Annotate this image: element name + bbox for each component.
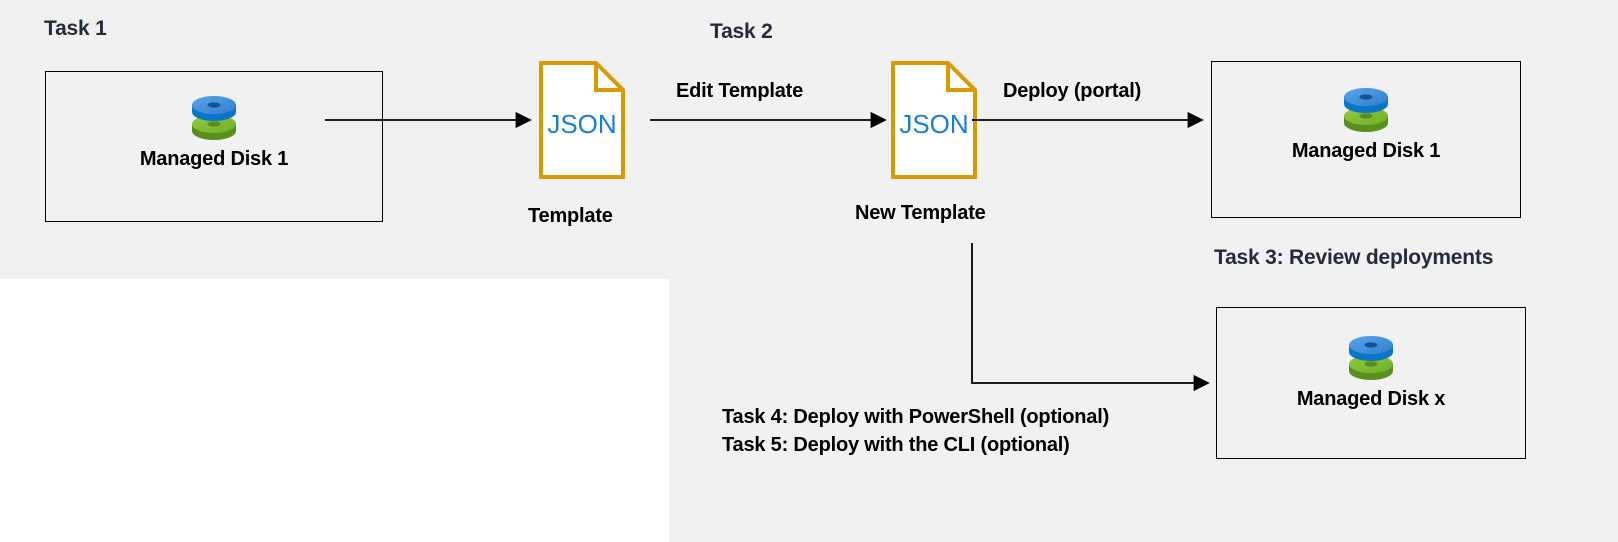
json-doc-text-1: JSON xyxy=(547,109,616,139)
managed-disk-1-right-content: Managed Disk 1 xyxy=(1212,82,1520,163)
optional-tasks-text: Task 4: Deploy with PowerShell (optional… xyxy=(722,403,1109,460)
task-5-label: Task 5: Deploy with the CLI (optional) xyxy=(722,434,1070,457)
managed-disk-1-right-box: Managed Disk 1 xyxy=(1211,61,1521,218)
managed-disk-x-content: Managed Disk x xyxy=(1217,330,1525,411)
task-1-heading: Task 1 xyxy=(44,17,107,40)
managed-disk-icon xyxy=(1349,336,1393,380)
json-document-icon: JSON xyxy=(539,61,625,179)
managed-disk-1-right-label: Managed Disk 1 xyxy=(1291,140,1441,162)
edge-label-deploy-portal: Deploy (portal) xyxy=(1003,80,1142,102)
template-caption: Template xyxy=(528,205,613,227)
edge-label-edit-template: Edit Template xyxy=(676,80,804,102)
managed-disk-1-left-label: Managed Disk 1 xyxy=(139,148,289,170)
task-3-heading: Task 3: Review deployments xyxy=(1214,246,1494,269)
new-template-caption: New Template xyxy=(855,202,986,224)
managed-disk-icon xyxy=(192,96,236,140)
json-doc-text-2: JSON xyxy=(899,109,968,139)
managed-disk-icon xyxy=(1344,88,1388,132)
task-2-heading: Task 2 xyxy=(710,20,773,43)
json-document-icon: JSON xyxy=(891,61,977,179)
managed-disk-1-left-box: Managed Disk 1 xyxy=(45,71,383,222)
managed-disk-1-left-content: Managed Disk 1 xyxy=(46,90,382,171)
managed-disk-x-label: Managed Disk x xyxy=(1296,388,1446,410)
managed-disk-x-box: Managed Disk x xyxy=(1216,307,1526,459)
task-4-label: Task 4: Deploy with PowerShell (optional… xyxy=(722,406,1110,428)
